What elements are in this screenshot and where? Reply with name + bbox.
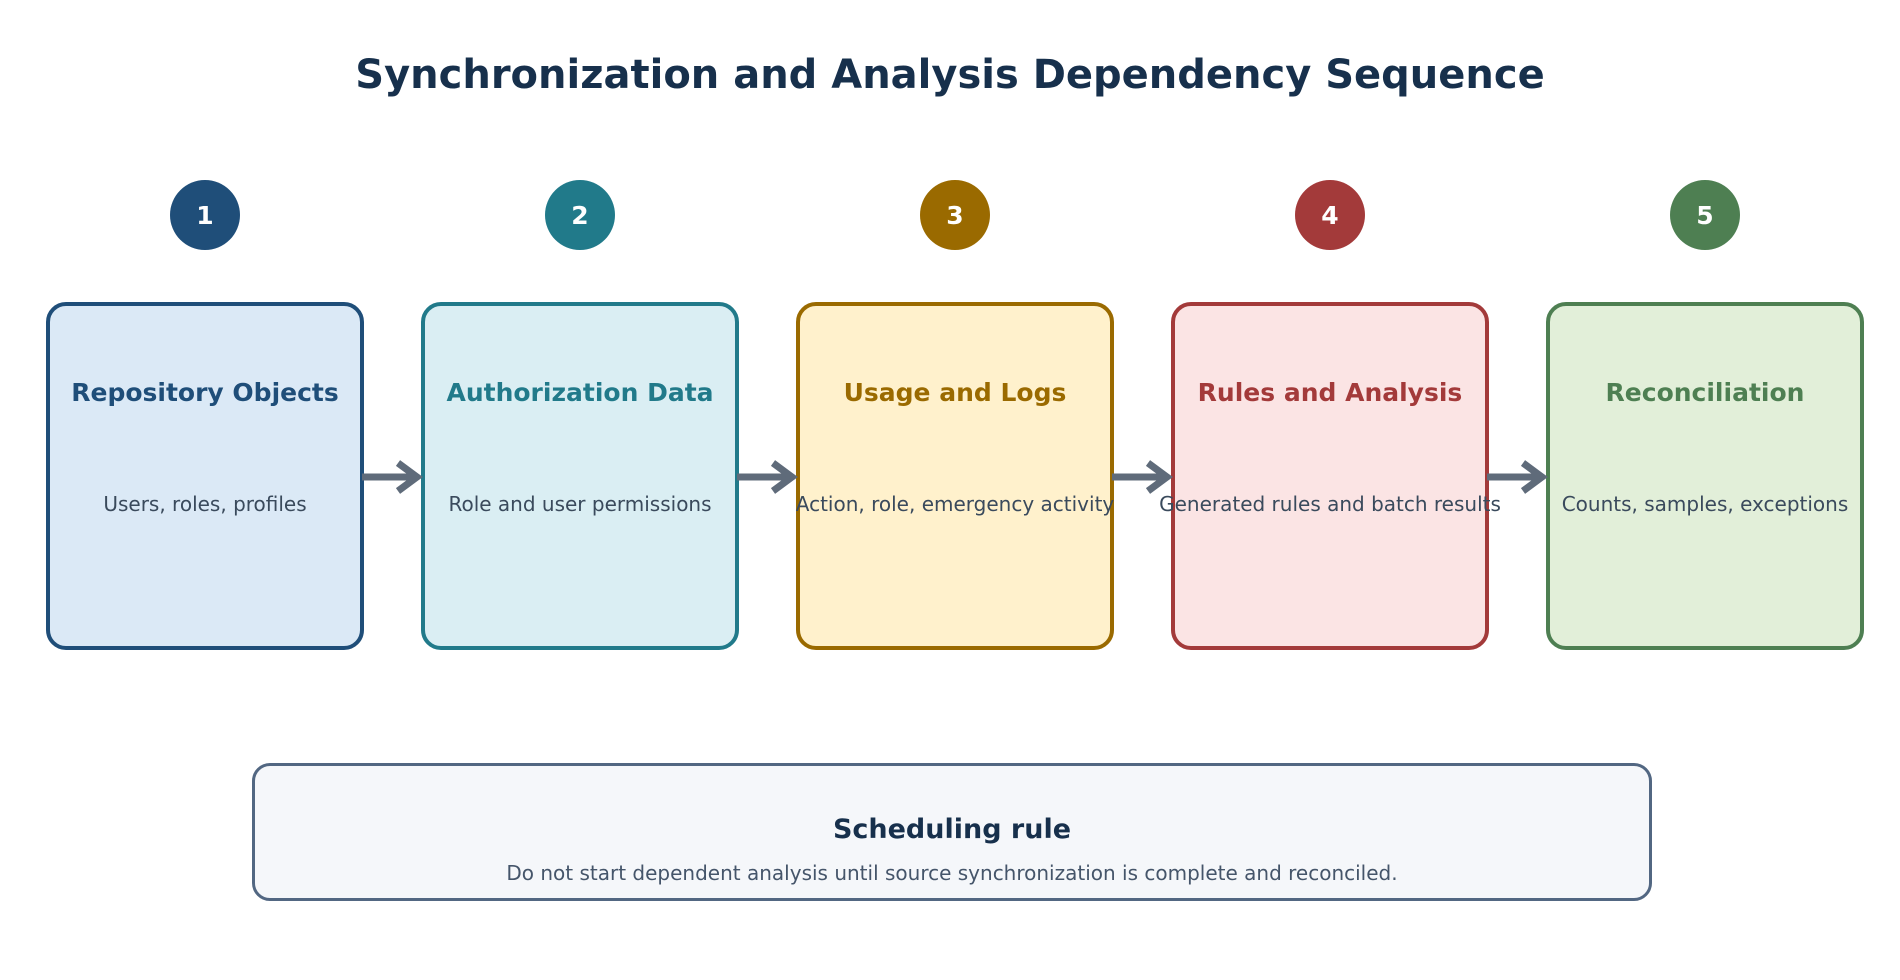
step-card-usage-and-logs: Usage and Logs Action, role, emergency a…: [796, 302, 1114, 650]
step-badge-1: 1: [170, 180, 240, 250]
step-card-description: Action, role, emergency activity: [795, 492, 1115, 516]
step-badge-4: 4: [1295, 180, 1365, 250]
step-card-title: Rules and Analysis: [1197, 378, 1463, 407]
connector-arrow-1-2: [362, 460, 423, 494]
step-card-description: Counts, samples, exceptions: [1561, 492, 1849, 516]
connector-arrow-2-3: [737, 460, 798, 494]
step-card-title: Reconciliation: [1605, 378, 1805, 407]
step-card-authorization-data: Authorization Data Role and user permiss…: [421, 302, 739, 650]
step-card-title: Usage and Logs: [843, 378, 1067, 407]
connector-arrow-3-4: [1112, 460, 1173, 494]
scheduling-rule-title: Scheduling rule: [832, 814, 1072, 845]
step-badge-5: 5: [1670, 180, 1740, 250]
connector-arrow-4-5: [1487, 460, 1548, 494]
step-card-reconciliation: Reconciliation Counts, samples, exceptio…: [1546, 302, 1864, 650]
step-card-description: Users, roles, profiles: [103, 492, 307, 516]
step-card-description: Generated rules and batch results: [1159, 492, 1501, 516]
step-card-title: Authorization Data: [446, 378, 714, 407]
scheduling-rule-box: Scheduling rule Do not start dependent a…: [252, 763, 1652, 901]
diagram-title: Synchronization and Analysis Dependency …: [355, 52, 1545, 98]
step-card-rules-and-analysis: Rules and Analysis Generated rules and b…: [1159, 302, 1501, 650]
step-card-description: Role and user permissions: [448, 492, 712, 516]
step-card-title: Repository Objects: [71, 378, 339, 407]
scheduling-rule-text: Do not start dependent analysis until so…: [506, 861, 1398, 885]
step-card-repository-objects: Repository Objects Users, roles, profile…: [46, 302, 364, 650]
step-badge-2: 2: [545, 180, 615, 250]
step-badge-3: 3: [920, 180, 990, 250]
